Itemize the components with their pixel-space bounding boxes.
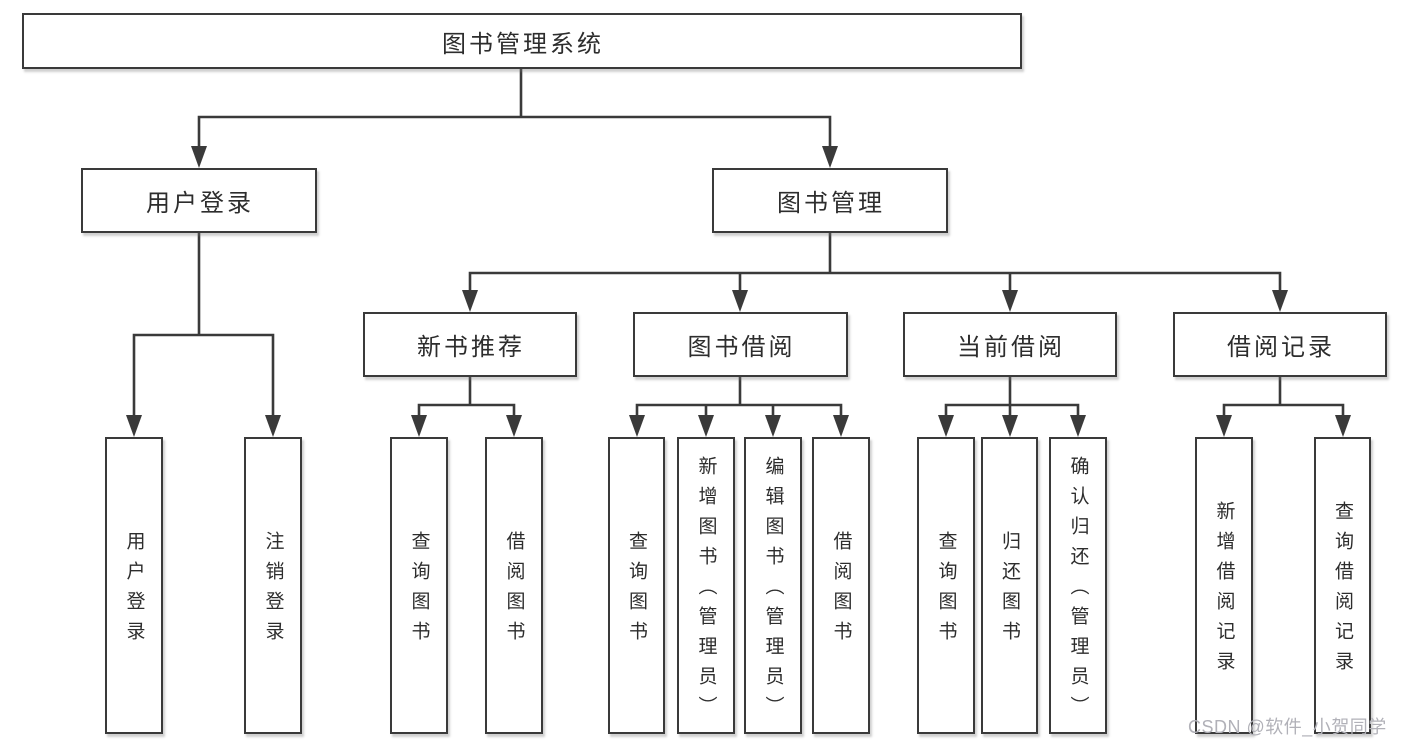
leaf-label: 归还图书 xyxy=(999,531,1020,651)
node-borrow-records: 借阅记录 xyxy=(1173,312,1387,377)
leaf-label: 用户登录 xyxy=(123,531,145,651)
node-label: 当前借阅 xyxy=(957,334,1065,361)
leaf-query-borrow-record: 查询借阅记录 xyxy=(1314,437,1371,734)
leaf-query-book-current: 查询图书 xyxy=(917,437,975,734)
leaf-add-borrow-record: 新增借阅记录 xyxy=(1195,437,1253,734)
arrowheads xyxy=(126,146,1351,437)
leaf-label: 编辑图书（管理员） xyxy=(762,456,784,726)
edge-book-mgmt-split xyxy=(468,233,1282,294)
arrowhead xyxy=(765,415,781,437)
node-current-borrow: 当前借阅 xyxy=(903,312,1117,377)
edge-current-borrow-split xyxy=(944,377,1080,419)
leaf-label: 查询图书 xyxy=(408,531,430,651)
node-label: 用户登录 xyxy=(146,190,254,217)
arrowhead xyxy=(1272,290,1288,312)
leaf-label: 查询图书 xyxy=(626,531,647,651)
arrowhead xyxy=(1070,415,1086,437)
leaf-label: 借阅图书 xyxy=(830,531,852,651)
leaf-label: 新增借阅记录 xyxy=(1213,501,1235,681)
leaf-label: 查询图书 xyxy=(935,531,957,651)
arrowhead xyxy=(822,146,838,168)
leaf-borrow-book-newbook: 借阅图书 xyxy=(485,437,543,734)
arrowhead xyxy=(938,415,954,437)
arrowhead xyxy=(629,415,645,437)
leaf-return-book: 归还图书 xyxy=(981,437,1038,734)
leaf-query-book-newbook: 查询图书 xyxy=(390,437,448,734)
edge-borrow-records-split xyxy=(1222,377,1345,419)
arrowhead xyxy=(506,415,522,437)
node-label: 借阅记录 xyxy=(1227,334,1335,361)
node-book-borrow: 图书借阅 xyxy=(633,312,848,377)
node-user-login: 用户登录 xyxy=(81,168,317,233)
arrowhead xyxy=(126,415,142,437)
arrowhead xyxy=(1002,415,1018,437)
edge-book-borrow-split xyxy=(635,377,843,419)
leaf-user-login: 用户登录 xyxy=(105,437,163,734)
edge-user-login-split xyxy=(132,233,275,419)
leaf-label: 借阅图书 xyxy=(503,531,525,651)
edge-new-book-split xyxy=(417,377,516,419)
arrowhead xyxy=(1216,415,1232,437)
leaf-label: 新增图书（管理员） xyxy=(695,456,717,726)
watermark: CSDN @软件_小贺同学 xyxy=(1188,717,1387,737)
leaf-label: 查询借阅记录 xyxy=(1332,501,1353,681)
node-label: 图书借阅 xyxy=(687,334,796,361)
edge-lines xyxy=(132,69,1345,419)
leaf-logout: 注销登录 xyxy=(244,437,302,734)
arrowhead xyxy=(462,290,478,312)
arrowhead xyxy=(1335,415,1351,437)
leaf-query-book-borrow: 查询图书 xyxy=(608,437,665,734)
leaf-confirm-return-admin: 确认归还（管理员） xyxy=(1049,437,1107,734)
node-library-system: 图书管理系统 xyxy=(22,13,1022,69)
node-book-management: 图书管理 xyxy=(712,168,948,233)
arrowhead xyxy=(411,415,427,437)
leaf-edit-book-admin: 编辑图书（管理员） xyxy=(744,437,802,734)
arrowhead xyxy=(732,290,748,312)
node-label: 新书推荐 xyxy=(417,334,525,361)
leaf-borrow-book: 借阅图书 xyxy=(812,437,870,734)
leaf-label: 注销登录 xyxy=(262,531,284,651)
arrowhead xyxy=(265,415,281,437)
arrowhead xyxy=(833,415,849,437)
arrowhead xyxy=(191,146,207,168)
node-label: 图书管理 xyxy=(777,190,885,217)
leaf-label: 确认归还（管理员） xyxy=(1067,456,1089,726)
edge-root-split xyxy=(197,69,832,150)
node-new-book-recommend: 新书推荐 xyxy=(363,312,577,377)
leaf-add-book-admin: 新增图书（管理员） xyxy=(677,437,735,734)
arrowhead xyxy=(1002,290,1018,312)
arrowhead xyxy=(698,415,714,437)
node-label: 图书管理系统 xyxy=(442,30,604,58)
